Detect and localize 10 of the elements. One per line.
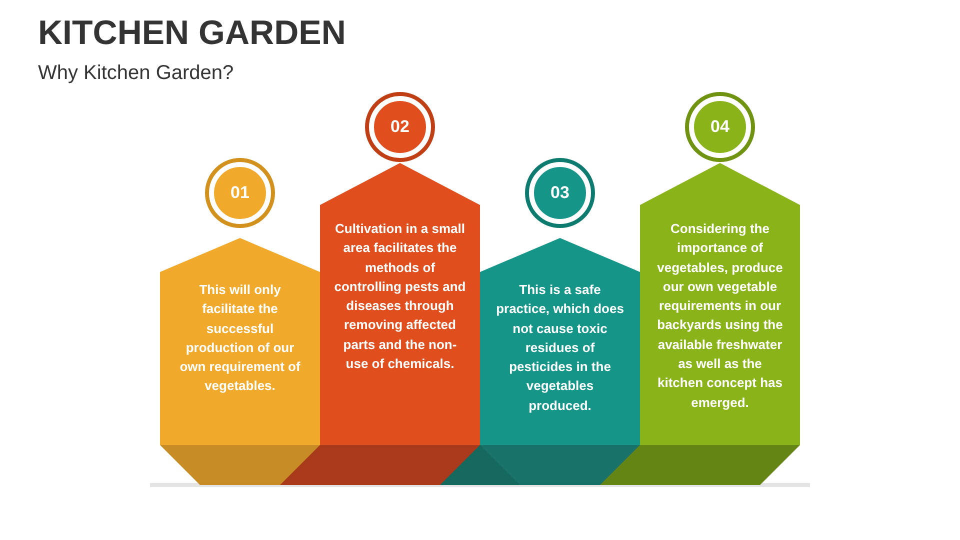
slide-subtitle: Why Kitchen Garden?: [38, 62, 234, 85]
card-text: This is a safe practice, which does not cause toxic residues of pesticides in the vegetables produced.: [495, 281, 625, 415]
pillar-card: [480, 238, 640, 445]
card-text: Cultivation in a small area facilitates the methods of controlling pests and diseases through removing affected parts and the non-use of chemicals.: [334, 220, 466, 374]
card-text: Considering the importance of vegetables, produce our own vegetable requirements in our backyards using the available freshwater as well as the kitchen concept has emerged.: [656, 220, 784, 412]
pillar-card: [640, 163, 800, 445]
card-text: This will only facilitate the successful production of our own requirement of vegetables.: [178, 281, 302, 396]
slide-title: KITCHEN GARDEN: [38, 14, 346, 53]
pillar-card: [160, 238, 320, 445]
pillar-card: [320, 163, 480, 445]
